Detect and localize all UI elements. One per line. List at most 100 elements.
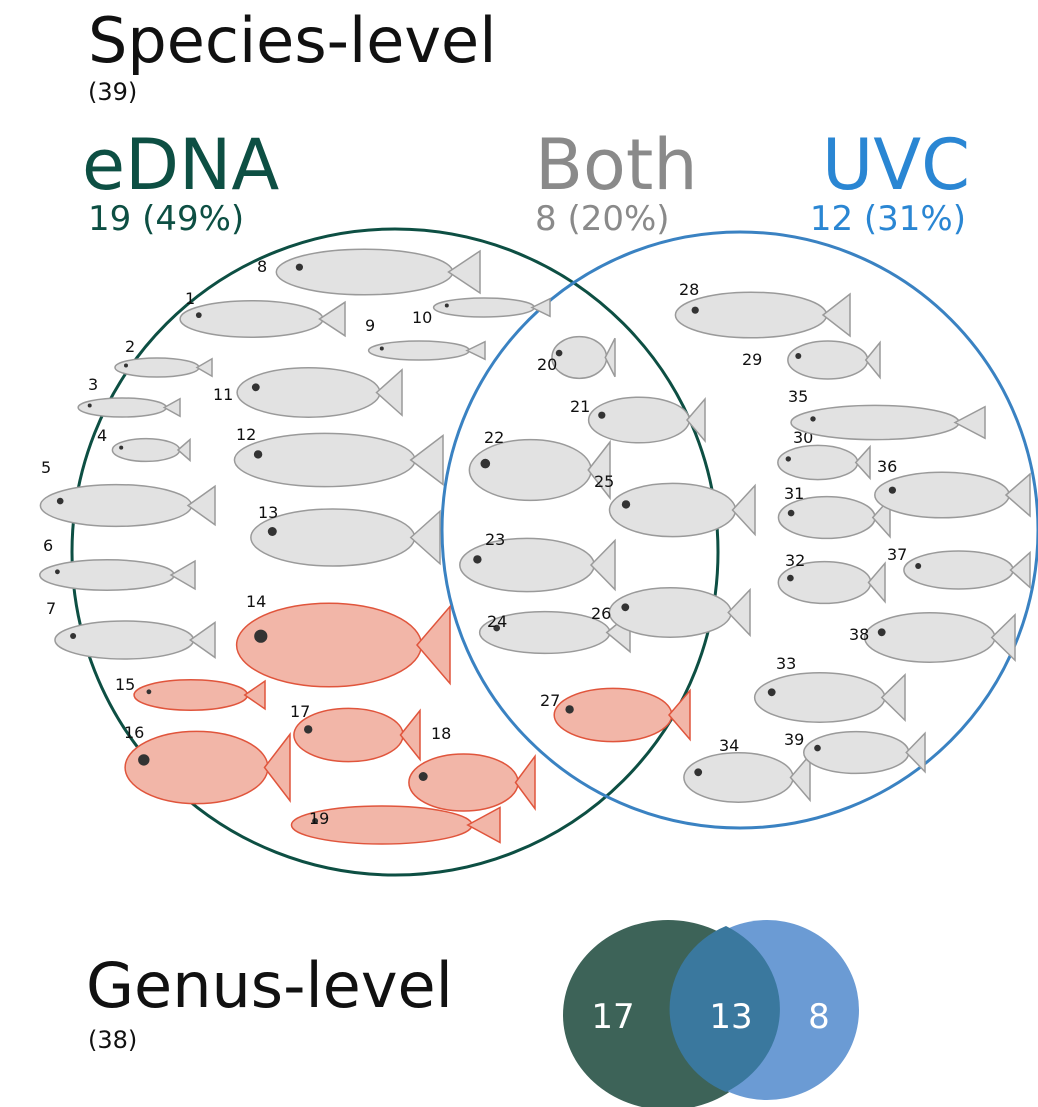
fish-illustration — [55, 621, 194, 659]
fish-illustration — [804, 732, 909, 774]
fish-tail — [882, 675, 905, 721]
species-18: 18 — [409, 724, 535, 811]
species-group: 1234567891011121314151617181920212223242… — [40, 249, 1030, 844]
genus-uvc-only-value: 8 — [808, 997, 830, 1037]
fish-illustration — [778, 445, 858, 479]
fish-illustration — [875, 472, 1009, 518]
fish-eye — [786, 456, 791, 461]
species-number: 24 — [487, 612, 507, 631]
species-number: 32 — [785, 551, 805, 570]
species-number: 6 — [43, 536, 53, 555]
fish-eye — [565, 705, 573, 713]
species-number: 16 — [124, 723, 144, 742]
fish-eye — [788, 510, 795, 517]
fish-tail — [591, 541, 615, 590]
species-28: 28 — [675, 280, 850, 338]
fish-eye — [138, 754, 149, 765]
fish-illustration — [554, 688, 672, 741]
species-number: 37 — [887, 545, 907, 564]
species-number: 8 — [257, 257, 267, 276]
species-11: 11 — [213, 368, 402, 417]
fish-tail — [449, 251, 481, 293]
fish-eye — [57, 498, 64, 505]
species-number: 2 — [125, 337, 135, 356]
species-number: 3 — [88, 375, 98, 394]
fish-tail — [869, 563, 886, 602]
species-10: 10 — [412, 298, 550, 327]
fish-eye — [810, 416, 815, 421]
species-number: 7 — [46, 599, 56, 618]
fish-eye — [445, 304, 449, 308]
species-17: 17 — [290, 702, 420, 762]
fish-tail — [516, 756, 536, 809]
species-number: 27 — [540, 691, 560, 710]
species-number: 31 — [784, 484, 804, 503]
fish-tail — [417, 607, 450, 684]
fish-eye — [481, 459, 491, 469]
fish-tail — [992, 615, 1015, 661]
species-number: 33 — [776, 654, 796, 673]
species-7: 7 — [46, 599, 215, 659]
fish-illustration — [610, 483, 736, 536]
species-number: 38 — [849, 625, 869, 644]
species-number: 11 — [213, 385, 233, 404]
fish-illustration — [434, 298, 535, 317]
species-number: 34 — [719, 736, 739, 755]
species-3: 3 — [78, 375, 180, 417]
fish-eye — [254, 450, 262, 458]
fish-illustration — [791, 405, 959, 439]
fish-tail — [1011, 553, 1031, 588]
species-23: 23 — [460, 530, 615, 592]
fish-eye — [768, 688, 776, 696]
fish-tail — [468, 808, 500, 843]
species-33: 33 — [755, 654, 905, 722]
species-2: 2 — [115, 337, 212, 377]
genus-venn: 17 13 8 — [563, 920, 859, 1107]
fish-eye — [598, 412, 605, 419]
fish-illustration — [460, 538, 594, 591]
fish-eye — [915, 563, 921, 569]
species-number: 14 — [246, 592, 266, 611]
species-number: 23 — [485, 530, 505, 549]
fish-tail — [733, 486, 756, 535]
fish-eye — [622, 500, 630, 508]
species-number: 1 — [185, 289, 195, 308]
species-number: 26 — [591, 604, 611, 623]
fish-illustration — [675, 292, 826, 338]
fish-illustration — [115, 358, 199, 377]
species-36: 36 — [875, 457, 1030, 518]
species-16: 16 — [124, 723, 290, 804]
fish-tail — [197, 359, 212, 377]
fish-illustration — [40, 485, 191, 527]
fish-eye — [268, 527, 277, 536]
fish-tail — [906, 733, 925, 772]
species-number: 22 — [484, 428, 504, 447]
fish-tail — [190, 623, 215, 658]
fish-illustration — [788, 341, 868, 379]
species-12: 12 — [234, 425, 443, 487]
fish-tail — [955, 407, 985, 439]
fish-illustration — [589, 397, 690, 443]
fish-illustration — [755, 673, 885, 722]
fish-illustration — [409, 754, 518, 811]
fish-tail — [188, 486, 215, 525]
fish-eye — [621, 603, 629, 611]
species-number: 17 — [290, 702, 310, 721]
fish-tail — [245, 681, 265, 709]
fish-eye — [878, 628, 886, 636]
fish-illustration — [552, 337, 607, 379]
fish-eye — [296, 264, 303, 271]
fish-tail — [791, 755, 811, 801]
fish-illustration — [234, 433, 415, 486]
species-15: 15 — [115, 675, 265, 710]
fish-illustration — [369, 341, 470, 360]
species-number: 19 — [309, 809, 329, 828]
species-6: 6 — [40, 536, 195, 590]
fish-eye — [70, 633, 76, 639]
fish-eye — [254, 630, 267, 643]
species-number: 28 — [679, 280, 699, 299]
fish-illustration — [276, 249, 452, 295]
species-1: 1 — [180, 289, 345, 337]
fish-tail — [377, 370, 403, 416]
